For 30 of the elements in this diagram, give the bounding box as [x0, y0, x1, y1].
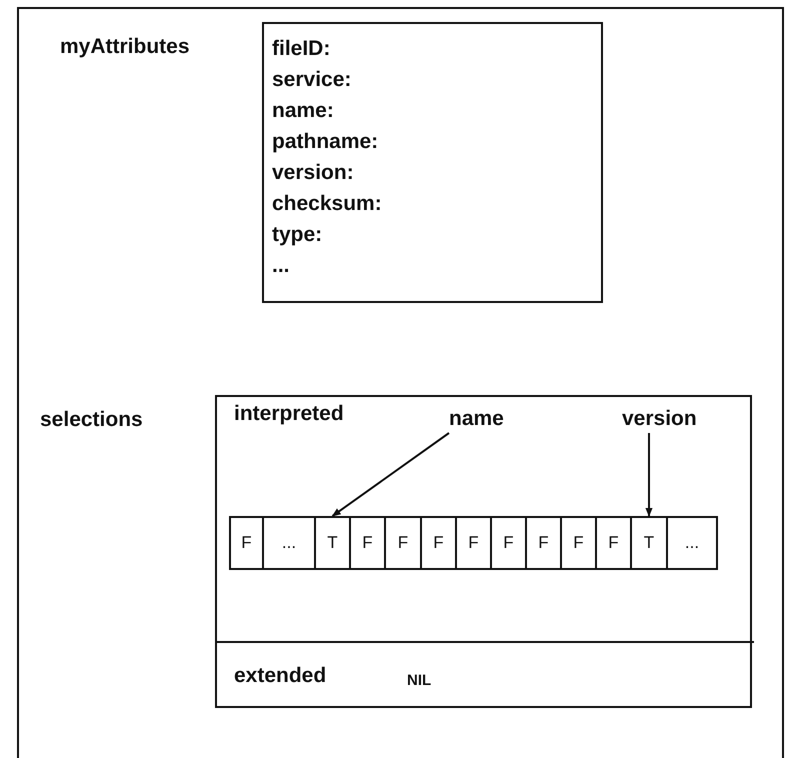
field-name: type:	[272, 222, 322, 247]
bit-cell: F	[420, 516, 457, 570]
bit-cell: F	[455, 516, 492, 570]
bit-cell: F	[384, 516, 422, 570]
field-name: name:	[272, 98, 334, 123]
record-label: selections	[40, 407, 143, 432]
bit-cell: T	[630, 516, 668, 570]
bit-cell: F	[560, 516, 597, 570]
section-label: NIL	[407, 671, 432, 691]
field-name: version:	[272, 160, 354, 185]
bit-cell: ...	[262, 516, 316, 570]
leader-arrow	[645, 433, 653, 517]
field-name: pathname:	[272, 129, 378, 154]
bit-cell: F	[490, 516, 527, 570]
bit-cell: F	[349, 516, 386, 570]
field-name: ...	[272, 253, 290, 278]
bit-cell: ...	[666, 516, 718, 570]
bit-cell: T	[314, 516, 351, 570]
field-name: service:	[272, 67, 352, 92]
section-label: interpreted	[234, 401, 344, 426]
record-label: myAttributes	[60, 34, 190, 59]
field-name: fileID:	[272, 36, 330, 61]
bit-cell: F	[229, 516, 264, 570]
field-label: version	[622, 406, 697, 431]
section-label: extended	[234, 663, 326, 688]
field-name: checksum:	[272, 191, 382, 216]
field-label: name	[449, 406, 504, 431]
bit-cell: F	[525, 516, 562, 570]
leader-arrow	[332, 432, 450, 517]
bit-cell: F	[595, 516, 632, 570]
